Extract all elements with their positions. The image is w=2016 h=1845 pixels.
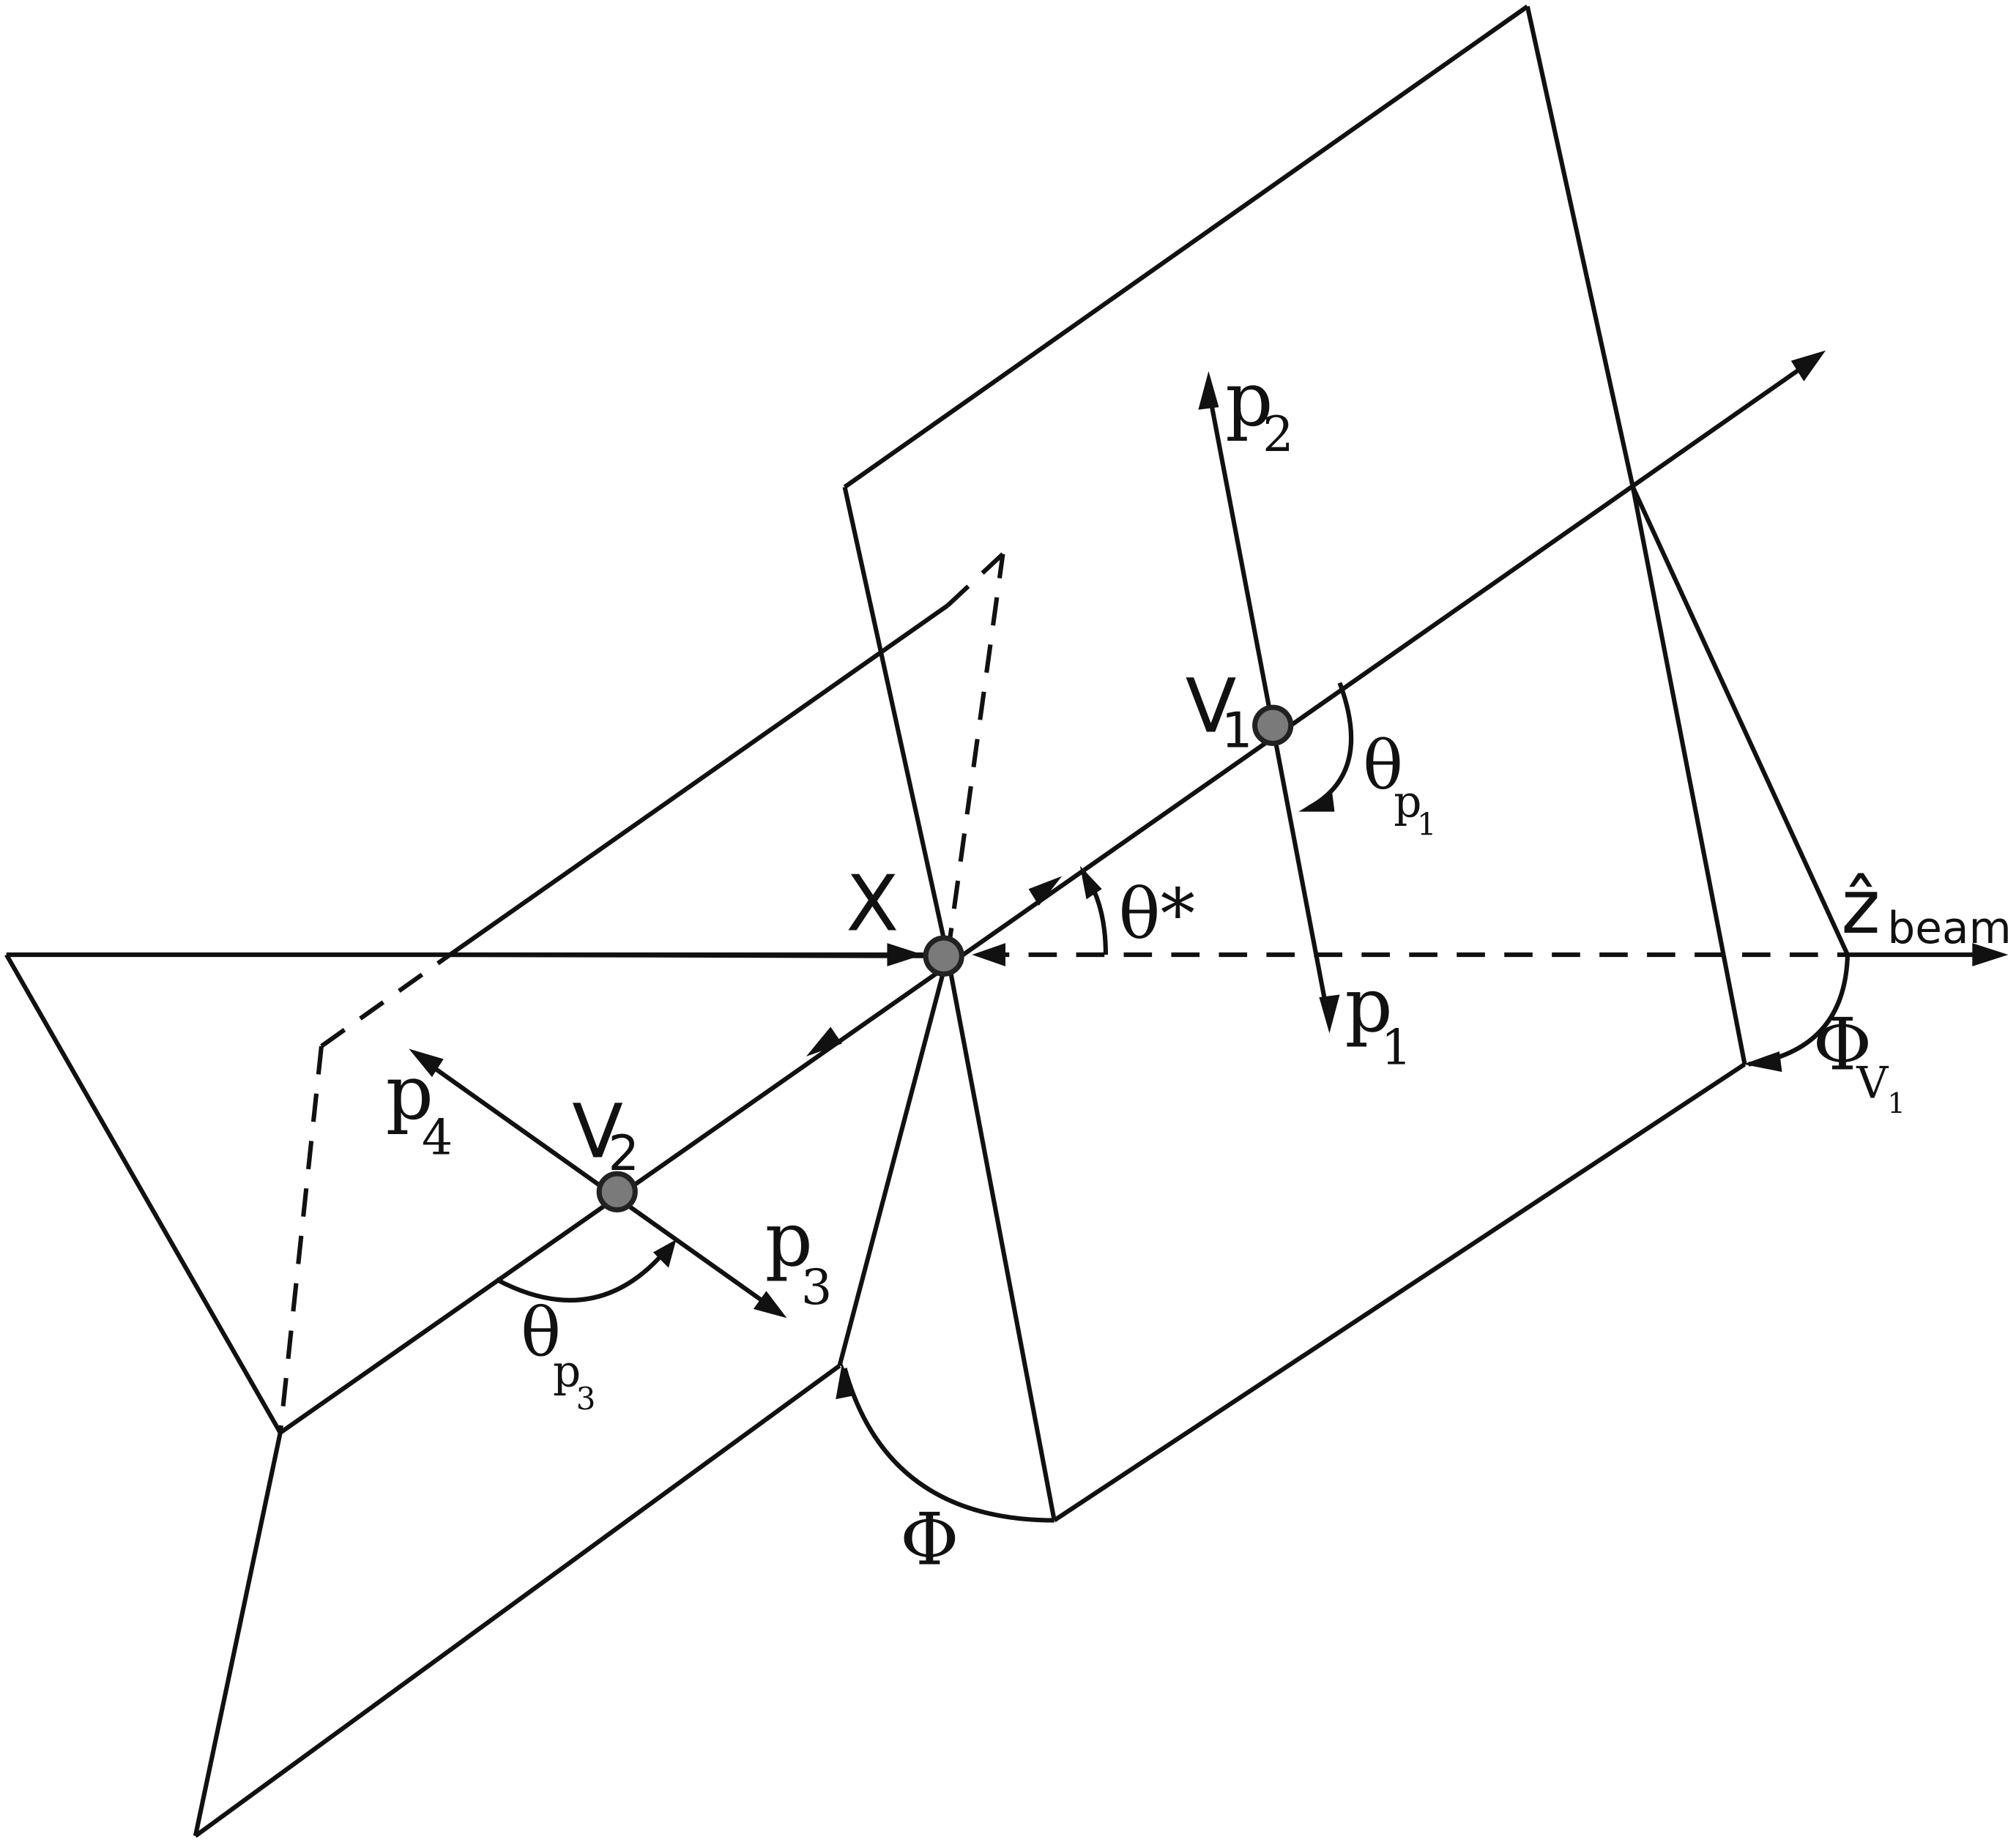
svg-text:Φ: Φ [1813, 1004, 1872, 1087]
svg-text:1: 1 [1221, 702, 1252, 759]
label-v1: V 1 [1186, 663, 1253, 758]
svg-text:p: p [765, 1196, 813, 1283]
label-theta-star: θ* [1118, 874, 1194, 955]
v2-momenta [409, 1048, 787, 1319]
svg-text:θ: θ [1363, 726, 1403, 805]
label-x: X [846, 858, 899, 948]
svg-text:beam: beam [1887, 903, 2011, 954]
svg-text:1: 1 [1887, 1087, 1905, 1120]
svg-text:3: 3 [576, 1381, 596, 1417]
v2-decay-plane [4, 552, 1005, 1838]
labels: X V 1 V 2 p 2 p 1 p 4 p 3 θ* θ p [386, 357, 2012, 1582]
svg-text:1: 1 [1417, 806, 1437, 842]
svg-text:3: 3 [801, 1259, 832, 1316]
x-vertex [923, 935, 964, 977]
label-z-beam: ẑ beam [1841, 864, 2012, 954]
v1-momenta [1198, 370, 1340, 1034]
svg-text:4: 4 [422, 1109, 453, 1166]
label-theta-p3: θ p 3 [521, 1293, 595, 1417]
label-p3: p 3 [765, 1196, 833, 1316]
beam-axis [6, 943, 2009, 966]
svg-text:p: p [1394, 778, 1421, 828]
svg-text:1: 1 [1381, 1019, 1412, 1076]
label-theta-p1: θ p 1 [1363, 726, 1437, 842]
label-phi: Φ [900, 1498, 959, 1581]
label-v2: V 2 [572, 1088, 639, 1182]
svg-text:V: V [572, 1088, 623, 1175]
svg-text:p: p [553, 1346, 581, 1397]
label-p4: p 4 [386, 1049, 453, 1166]
svg-text:ẑ: ẑ [1841, 864, 1880, 951]
label-p1: p 1 [1345, 962, 1413, 1076]
svg-text:p: p [386, 1049, 434, 1136]
decay-axis [278, 350, 1826, 1435]
svg-text:p: p [1225, 357, 1273, 444]
svg-text:V: V [1856, 1058, 1889, 1108]
svg-text:2: 2 [1262, 406, 1293, 463]
label-phi-v1: Φ V 1 [1813, 1004, 1905, 1121]
svg-text:p: p [1345, 962, 1393, 1049]
label-p2: p 2 [1225, 357, 1293, 463]
svg-text:θ: θ [521, 1293, 561, 1371]
svg-text:2: 2 [608, 1125, 639, 1182]
v1-vertex [1252, 704, 1294, 746]
v1-decay-plane [837, 4, 1850, 1523]
v2-vertex [596, 1171, 638, 1212]
svg-text:V: V [1186, 663, 1237, 750]
